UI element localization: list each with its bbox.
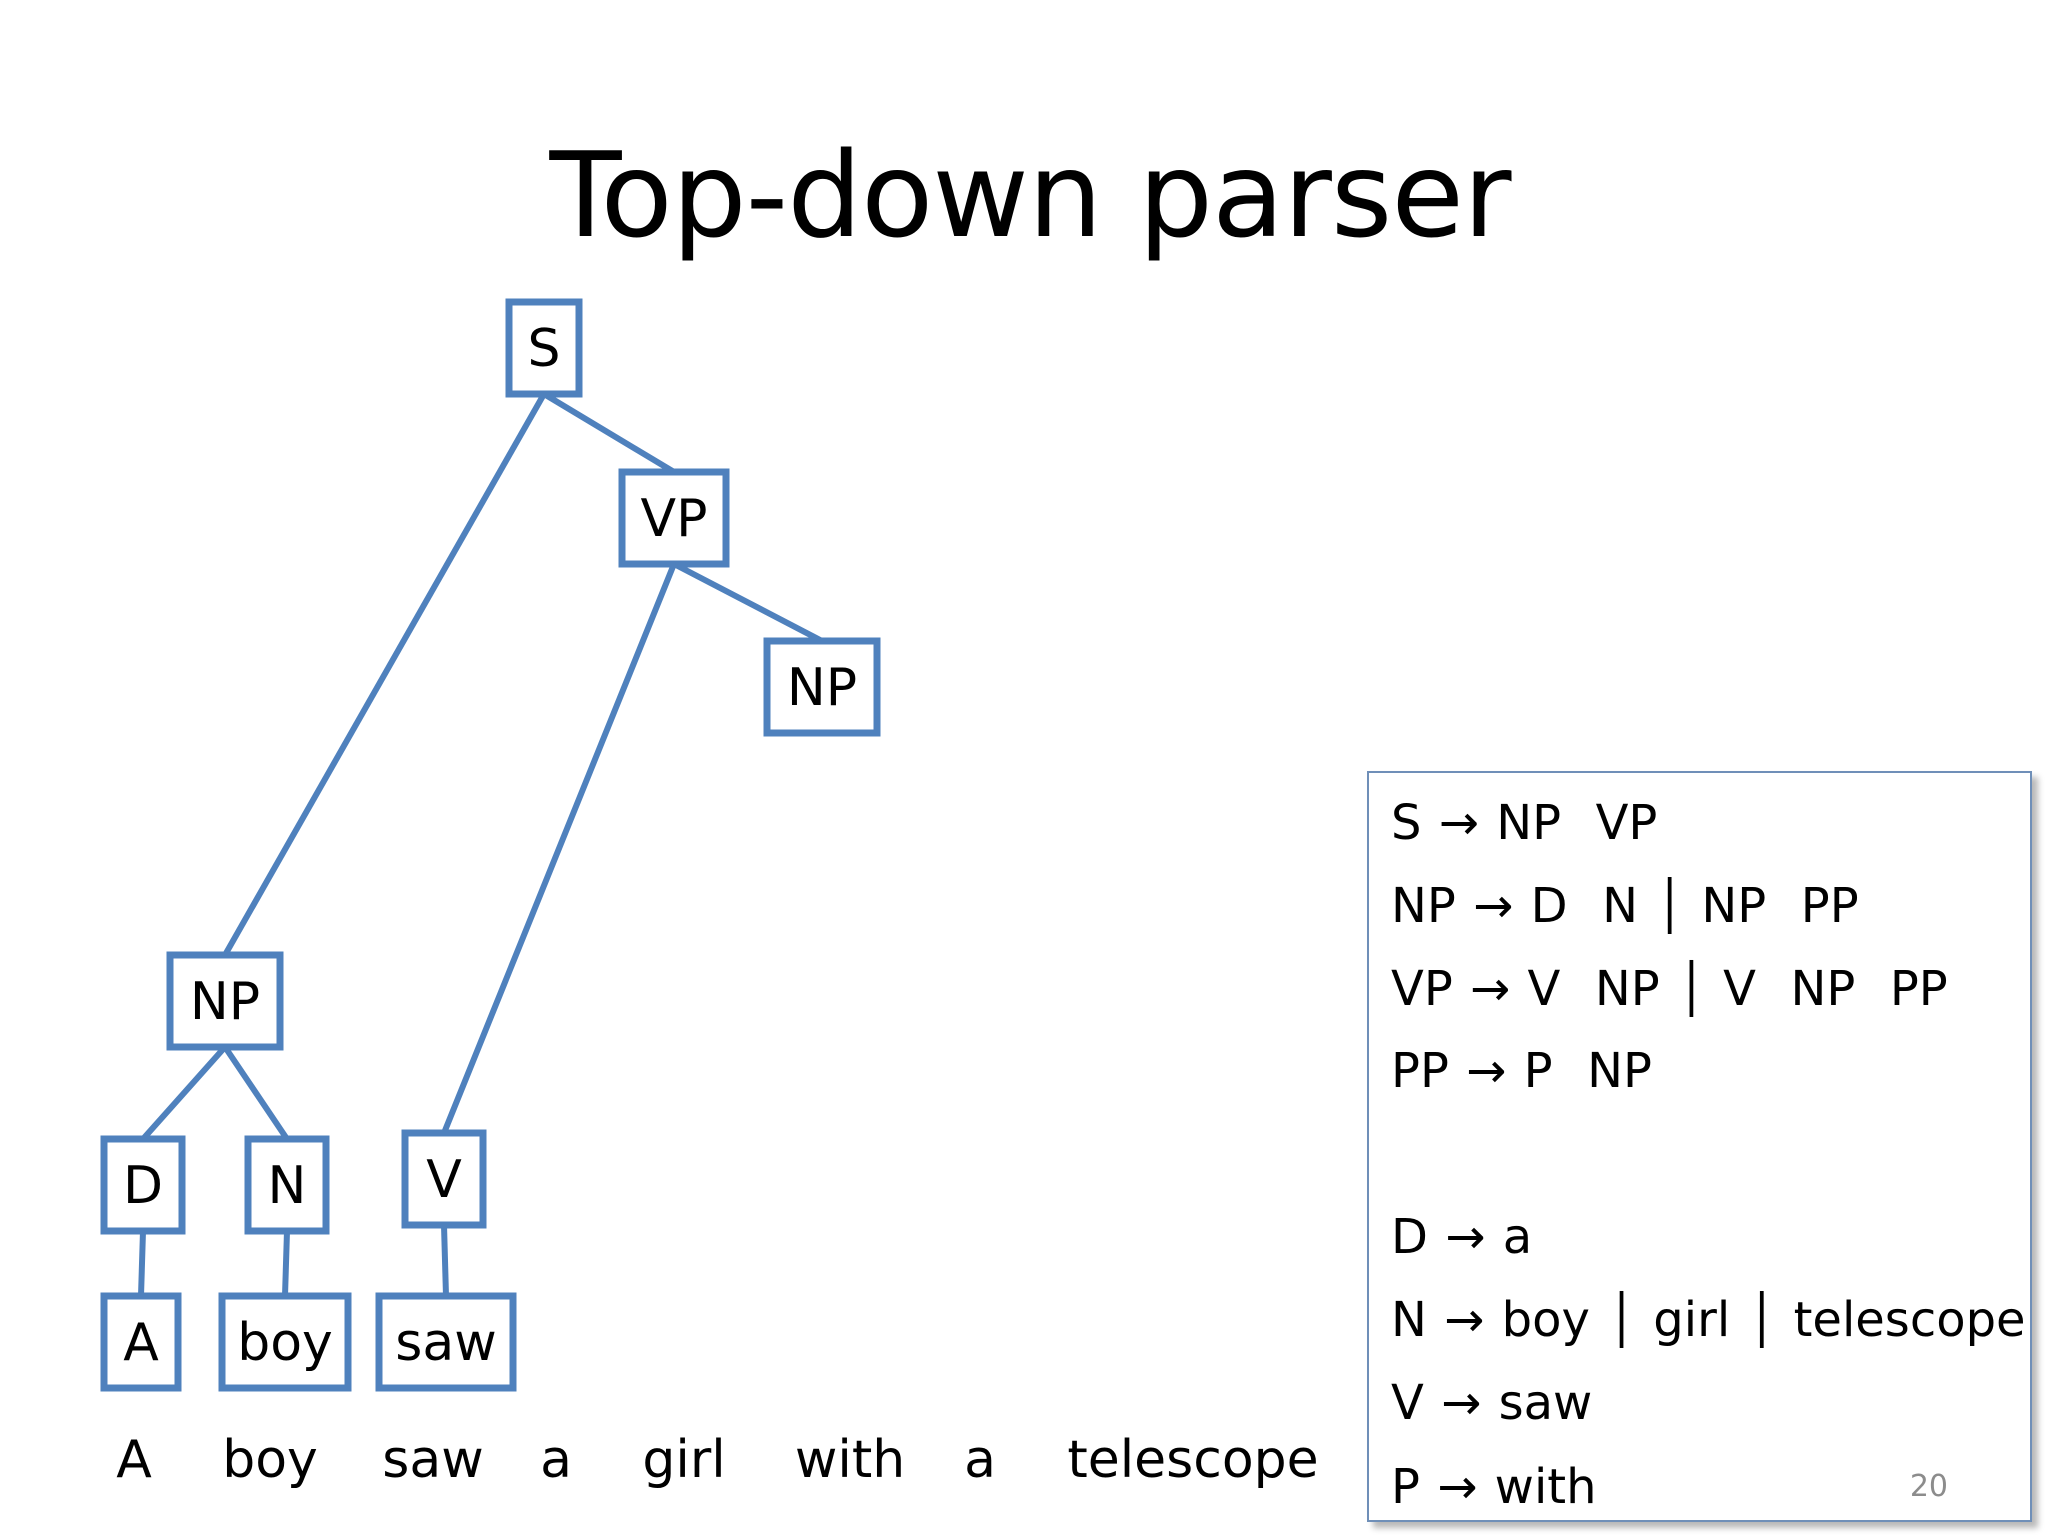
grammar-rule: VP → V NP │ V NP PP bbox=[1391, 961, 1948, 1017]
tree-node-box bbox=[218, 1292, 352, 1392]
grammar-rule: NP → D N │ NP PP bbox=[1391, 878, 1859, 934]
grammar-rule: PP → P NP bbox=[1391, 1043, 1652, 1099]
tree-node-label: VP bbox=[641, 489, 708, 549]
tree-node-leaf-boy: boy bbox=[218, 1292, 352, 1392]
tree-node-n: N bbox=[244, 1135, 330, 1235]
tree-node-box bbox=[100, 1135, 186, 1235]
sentence-word: boy bbox=[222, 1430, 318, 1490]
tree-edge-n-leaf_boy bbox=[282, 1230, 290, 1297]
sentence-word: a bbox=[540, 1430, 572, 1490]
tree-edge-np_subj-d bbox=[140, 1045, 228, 1141]
tree-node-box bbox=[618, 468, 730, 568]
tree-edge-vp-np_obj bbox=[672, 561, 824, 644]
tree-node-s: S bbox=[505, 298, 583, 398]
tree-node-np-obj: NP bbox=[763, 637, 881, 737]
tree-node-label: S bbox=[527, 319, 560, 379]
tree-node-v: V bbox=[401, 1129, 487, 1229]
tree-edges bbox=[138, 391, 824, 1297]
tree-node-label: NP bbox=[787, 658, 857, 718]
sentence-word: with bbox=[794, 1430, 906, 1490]
tree-edge-v-leaf_saw bbox=[441, 1224, 449, 1297]
tree-node-box bbox=[763, 637, 881, 737]
sentence-word: girl bbox=[642, 1430, 726, 1490]
tree-node-label: boy bbox=[237, 1313, 333, 1373]
tree-node-label: NP bbox=[190, 972, 260, 1032]
tree-edge-s-np_subj bbox=[222, 392, 547, 957]
grammar-rule: S → NP VP bbox=[1391, 795, 1658, 851]
tree-node-box bbox=[244, 1135, 330, 1235]
sentence-word: saw bbox=[382, 1430, 484, 1490]
tree-node-box bbox=[505, 298, 583, 398]
tree-node-box bbox=[166, 951, 284, 1051]
page-number: 20 bbox=[1909, 1469, 1948, 1504]
tree-node-vp: VP bbox=[618, 468, 730, 568]
tree-node-label: D bbox=[123, 1156, 163, 1216]
tree-node-label: saw bbox=[395, 1313, 497, 1373]
grammar-rule: P → with bbox=[1391, 1459, 1597, 1515]
tree-node-box bbox=[375, 1292, 517, 1392]
tree-node-np-subj: NP bbox=[166, 951, 284, 1051]
tree-edge-np_subj-n bbox=[222, 1045, 290, 1141]
tree-node-leaf-saw: saw bbox=[375, 1292, 517, 1392]
grammar-rule: D → a bbox=[1391, 1209, 1533, 1265]
tree-edge-d-leaf_a bbox=[138, 1230, 146, 1297]
tree-node-d: D bbox=[100, 1135, 186, 1235]
tree-edge-s-vp bbox=[542, 391, 676, 475]
grammar-rule: V → saw bbox=[1391, 1375, 1593, 1431]
grammar-rule: N → boy │ girl │ telescope bbox=[1391, 1292, 2026, 1348]
slide-title: Top-down parser bbox=[549, 126, 1512, 264]
sentence-word: telescope bbox=[1067, 1430, 1319, 1490]
tree-node-label: A bbox=[123, 1313, 159, 1373]
tree-node-label: V bbox=[426, 1150, 462, 1210]
grammar-rules-box: S → NP VP NP → D N │ NP PP VP → V NP │ V N… bbox=[1367, 771, 2032, 1522]
tree-node-box bbox=[100, 1292, 182, 1392]
tree-node-box bbox=[401, 1129, 487, 1229]
tree-edge-vp-v bbox=[441, 562, 677, 1135]
tree-node-leaf-a: A bbox=[100, 1292, 182, 1392]
tree-node-label: N bbox=[268, 1156, 307, 1216]
sentence-word: A bbox=[116, 1430, 152, 1490]
sentence-word: a bbox=[964, 1430, 996, 1490]
